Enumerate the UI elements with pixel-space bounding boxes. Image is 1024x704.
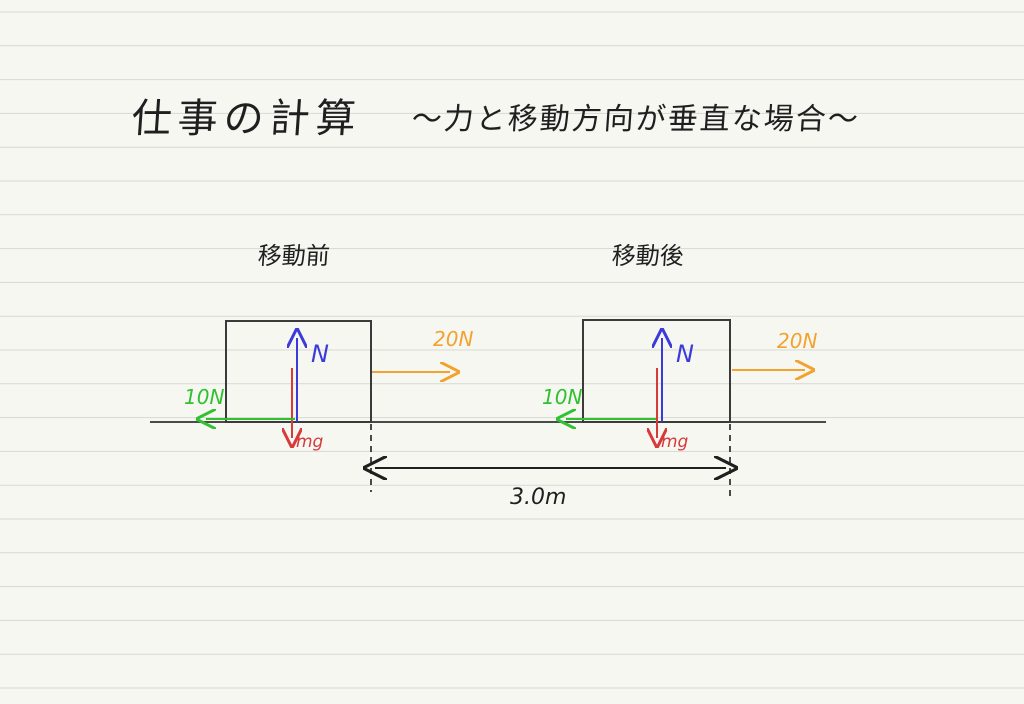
block-before: N mg 10N 20N <box>184 320 473 452</box>
gravity-label-before: mg <box>296 432 324 452</box>
applied-force-label-before: 20N <box>433 327 473 351</box>
friction-label-after: 10N <box>542 385 582 409</box>
applied-force-label-after: 20N <box>777 329 817 353</box>
friction-label-before: 10N <box>184 385 224 409</box>
distance-label: 3.0m <box>510 485 566 510</box>
block-after: N mg 10N 20N <box>542 319 817 452</box>
normal-force-label-before: N <box>311 340 329 368</box>
gravity-label-after: mg <box>661 432 689 452</box>
block-before-box <box>225 320 372 423</box>
normal-force-label-after: N <box>676 340 694 368</box>
